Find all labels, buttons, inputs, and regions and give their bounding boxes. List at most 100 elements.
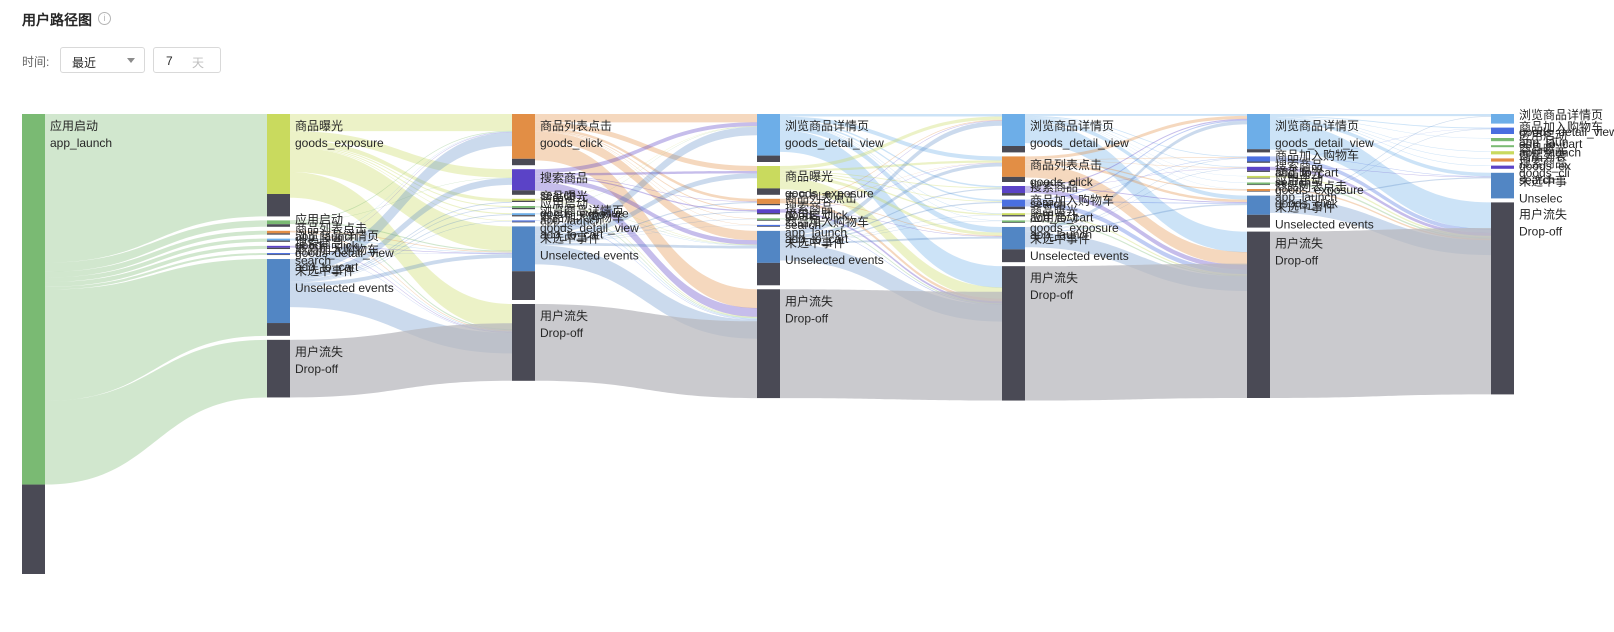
node-loss xyxy=(1002,206,1025,210)
node-unselected xyxy=(512,226,535,272)
flow-link xyxy=(535,131,757,241)
node-loss xyxy=(1002,215,1025,217)
days-value: 7 xyxy=(166,54,173,68)
flow-link xyxy=(1025,167,1247,188)
flow-link xyxy=(45,114,267,263)
dropoff-link xyxy=(1025,263,1247,401)
node-loss xyxy=(1002,249,1025,263)
flow-link xyxy=(780,200,1002,302)
node-loss xyxy=(512,190,535,195)
flow-link xyxy=(535,170,757,176)
range-select[interactable]: 最近 xyxy=(60,47,145,73)
node-loss xyxy=(1247,170,1270,172)
node-loss xyxy=(512,221,535,223)
node-unselected xyxy=(267,259,290,324)
node-loss xyxy=(1247,161,1270,163)
node-loss xyxy=(1247,214,1270,228)
node-label-en: goods_detail_view xyxy=(785,136,884,150)
dropoff-link xyxy=(290,323,512,398)
flow-link xyxy=(1270,189,1491,241)
node-label-cn: 应用启动 xyxy=(295,212,343,227)
flow-link xyxy=(780,215,1002,242)
node-goods-click xyxy=(1491,158,1514,162)
node-loss xyxy=(1002,193,1025,196)
flow-link xyxy=(535,199,757,318)
node-loss xyxy=(1002,146,1025,153)
flow-link xyxy=(1270,118,1491,167)
node-label-cn: 未选中事件 xyxy=(295,263,355,278)
node-label-en: goods_detail_view xyxy=(1030,136,1129,150)
time-label: 时间: xyxy=(22,55,50,69)
links xyxy=(45,114,1491,485)
node-label-cn: 用户流失 xyxy=(1275,236,1323,251)
node-loss xyxy=(1247,177,1270,179)
node-label-en: add_to_cart xyxy=(540,227,604,241)
flow-link xyxy=(780,124,1002,221)
flow-link xyxy=(1025,168,1247,232)
node-loss xyxy=(757,226,780,227)
flow-link xyxy=(290,207,512,282)
flow-link xyxy=(45,230,267,278)
node-label-en: app_launch xyxy=(50,136,112,150)
flow-link xyxy=(1270,122,1491,230)
flow-link xyxy=(780,210,1002,304)
node-label-cn: 应用启动 xyxy=(1519,128,1567,143)
days-input[interactable]: 7 天 xyxy=(153,47,221,73)
node-label-en: add_to_cart xyxy=(1519,137,1583,151)
node-label-en: app_laun xyxy=(1519,135,1568,149)
node-goods-click xyxy=(1002,156,1025,177)
node-label-en: app_launch xyxy=(295,230,357,244)
flow-link xyxy=(290,231,512,332)
dropoff-link xyxy=(535,304,757,399)
node-label-cn: 未选中事件 xyxy=(540,230,600,245)
node-label-cn: 商品曝光 xyxy=(1275,165,1323,180)
flow-link xyxy=(780,173,1002,216)
node-label-cn: 未选中事件 xyxy=(1275,200,1335,215)
node-search xyxy=(267,245,290,248)
flow-link xyxy=(1025,157,1247,160)
node-loss xyxy=(267,233,290,235)
flow-link xyxy=(290,253,512,333)
node-label-en: add_to_cart xyxy=(785,232,849,246)
flow-link xyxy=(1270,128,1491,197)
flow-link xyxy=(1025,117,1247,183)
flow-link xyxy=(1270,117,1491,139)
flow-link xyxy=(535,225,757,243)
node-label-cn: 用户流失 xyxy=(1030,270,1078,285)
node-label-cn: 商品加入购物车 xyxy=(540,209,624,224)
flow-link xyxy=(1025,213,1247,276)
node-label-cn: 商品加入购物车 xyxy=(295,242,379,257)
node-label-cn: 未选中事件 xyxy=(1030,231,1090,246)
flow-link xyxy=(1270,128,1491,157)
flow-link xyxy=(290,246,512,254)
flow-link xyxy=(780,120,1002,188)
node-loss xyxy=(267,240,290,242)
flow-link xyxy=(1270,116,1491,129)
flow-link xyxy=(535,213,757,320)
info-circle-icon[interactable]: i xyxy=(98,12,111,25)
node-loss xyxy=(267,247,290,250)
node-loss xyxy=(1247,190,1270,192)
flow-link xyxy=(45,339,267,485)
flow-link xyxy=(535,122,757,174)
node-unselected xyxy=(1247,195,1270,215)
flow-link xyxy=(780,171,1002,189)
node-label-en: Unselec xyxy=(1519,192,1562,206)
node-search xyxy=(1491,165,1514,169)
node-label-cn: 应用启动 xyxy=(785,208,833,223)
flow-link xyxy=(1270,118,1491,177)
flow-link xyxy=(535,211,757,242)
flow-link xyxy=(780,174,1002,236)
node-app-launch xyxy=(22,114,45,485)
flow-link xyxy=(1025,201,1247,275)
flow-link xyxy=(290,253,512,255)
node-label-cn: 商品列表点击 xyxy=(1030,157,1102,172)
node-app-launch xyxy=(1002,220,1025,223)
flow-link xyxy=(780,162,1002,200)
node-label-en: Unselected events xyxy=(540,248,639,262)
node-label-cn: 搜索商品 xyxy=(785,200,833,215)
node-goods-exposure xyxy=(757,166,780,189)
node-goods-exposure xyxy=(1491,151,1514,155)
node-goods-click xyxy=(512,114,535,159)
